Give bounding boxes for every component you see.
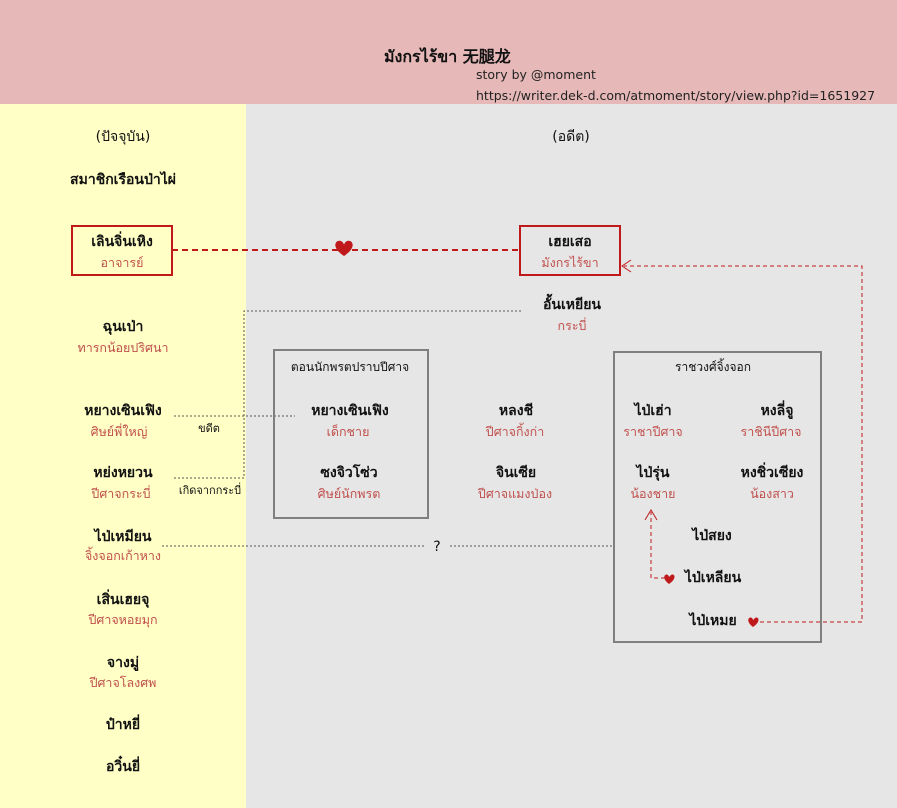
past-heading: (อดีต) (552, 129, 590, 145)
member-name: ไป่เหลียน (684, 570, 742, 586)
member-role: ปีศาจกระบี่ (91, 486, 151, 501)
member-role: ปีศาจโลงศพ (89, 675, 157, 690)
member-name: เฮยเสอ (548, 234, 592, 250)
byline: story by @moment (476, 67, 596, 82)
arrowhead-icon (644, 509, 658, 521)
member-name: ไป่เหมย (689, 613, 737, 629)
group-box-title: ราชวงศ์จิ้งจอก (675, 360, 751, 374)
member-role: ราชินีปีศาจ (740, 424, 802, 439)
connector-bailian-bairun (650, 512, 665, 579)
member-name: ไป่เหมียน (94, 529, 152, 545)
member-role: มังกรไร้ขา (541, 255, 599, 270)
group-label: สมาชิกเรือนป่าไผ่ (70, 172, 176, 188)
member-name: หย่งหยวน (93, 465, 153, 481)
member-name: ป๋าหยี่ (105, 717, 141, 733)
heart-icon (335, 240, 353, 256)
label-disciple: ขดีต (198, 422, 220, 435)
past-column (246, 104, 897, 808)
page-title: มังกรไร้ขา 无腿龙 (384, 47, 511, 66)
connector-baimei-heiyse (624, 265, 863, 623)
group-box-fox-dynasty (613, 351, 822, 643)
heart-icon (748, 617, 759, 627)
member-role: ศิษย์พี่ใหญ่ (90, 424, 148, 439)
source-url: https://writer.dek-d.com/atmoment/story/… (476, 88, 876, 103)
member-role: ปีศาจกิ้งก่า (485, 424, 545, 439)
member-role: ปีศาจหอยมุก (88, 612, 158, 627)
member-name: ซงจิวโซ่ว (320, 465, 378, 481)
member-name: ฉุนเป่า (102, 319, 144, 335)
member-role: ปีศาจแมงป่อง (477, 486, 553, 501)
member-name: หลงชี (498, 403, 534, 419)
member-name: หยางเซินเฟิง (84, 403, 162, 419)
member-role: อาจารย์ (100, 255, 144, 270)
label-born-from-sword: เกิดจากกระบี่ (178, 484, 242, 497)
present-column (0, 104, 246, 808)
member-name: หงลี่จู (760, 403, 794, 419)
member-role: น้องชาย (630, 486, 676, 501)
member-role: กระบี่ (557, 318, 587, 333)
member-name: เลินจิ่นเหิง (91, 234, 153, 250)
member-role: ทารกน้อยปริศนา (77, 340, 169, 355)
member-role: ราชาปีศาจ (623, 424, 683, 439)
member-name: หงชิ่วเซียง (740, 465, 804, 481)
heart-icon (664, 574, 675, 584)
member-box-lernjinheng (71, 225, 173, 276)
member-role: ศิษย์นักพรต (317, 486, 381, 501)
group-box-taoist (273, 349, 429, 519)
member-role: จิ้งจอกเก้าหาง (84, 548, 162, 563)
member-name: อั้นเหยียน (543, 297, 601, 313)
connector-yongyuan (174, 310, 522, 479)
member-name: จางมู่ (106, 655, 140, 671)
group-box-title: ตอนนักพรตปราบปีศาจ (290, 360, 410, 374)
member-name: ไป่รุ่น (636, 465, 670, 481)
arrowhead-icon (621, 259, 632, 273)
member-name: ไป่เฮ่า (634, 403, 672, 419)
present-heading: (ปัจจุบัน) (95, 129, 151, 145)
member-name: เสิ่นเฮยจุ (96, 592, 150, 608)
header-band (0, 0, 897, 104)
member-role: น้องสาว (750, 486, 794, 501)
label-unknown: ? (433, 539, 441, 555)
member-name: อวิ๋นยี่ (105, 759, 141, 775)
member-role: เด็กชาย (326, 424, 370, 439)
member-name: จินเซีย (495, 465, 537, 481)
member-box-heiyse (519, 225, 621, 276)
member-name: หยางเซินเฟิง (311, 403, 389, 419)
member-name: ไป่สยง (692, 528, 732, 544)
